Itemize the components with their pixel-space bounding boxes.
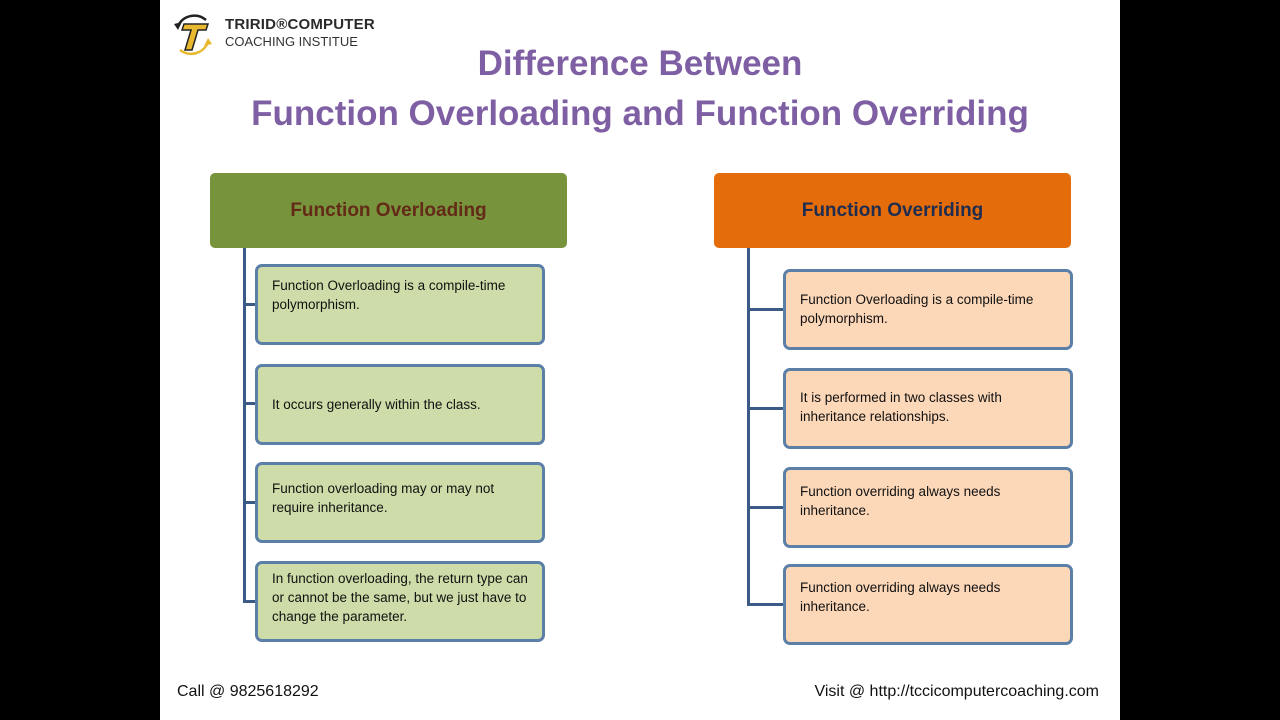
connector-branch [243,501,257,504]
logo-title: TRIRID®COMPUTER [225,16,375,33]
page-title-line2: Function Overloading and Function Overri… [251,94,1029,133]
overloading-connector [243,248,246,603]
overloading-item: In function overloading, the return type… [255,561,545,642]
overriding-item: It is performed in two classes with inhe… [783,368,1073,449]
overriding-item: Function overriding always needs inherit… [783,467,1073,548]
overloading-item-text: Function overloading may or may not requ… [272,481,495,515]
overriding-item-text: Function overriding always needs inherit… [800,580,1001,614]
footer-phone: Call @ 9825618292 [177,683,319,700]
logo-subtitle: COACHING INSTITUE [225,34,358,49]
connector-branch [747,308,785,311]
footer-website-link[interactable]: Visit @ http://tccicomputercoaching.com [814,683,1099,700]
logo: TRIRID®COMPUTER COACHING INSTITUE [170,12,380,58]
overriding-item-text: Function overriding always needs inherit… [800,484,1001,518]
overloading-header: Function Overloading [210,173,567,248]
overloading-item: Function Overloading is a compile-time p… [255,264,545,345]
overriding-item: Function Overloading is a compile-time p… [783,269,1073,350]
overloading-item: Function overloading may or may not requ… [255,462,545,543]
overriding-item-text: Function Overloading is a compile-time p… [800,292,1034,326]
overloading-item-text: It occurs generally within the class. [272,397,481,412]
connector-branch [243,600,257,603]
connector-branch [243,402,257,405]
overriding-connector [747,248,750,606]
overloading-item-text: In function overloading, the return type… [272,571,528,624]
overriding-item-text: It is performed in two classes with inhe… [800,390,1002,424]
overriding-item: Function overriding always needs inherit… [783,564,1073,645]
overloading-item-text: Function Overloading is a compile-time p… [272,278,506,312]
connector-branch [747,603,785,606]
logo-icon [174,14,212,56]
connector-branch [243,303,257,306]
overriding-header: Function Overriding [714,173,1071,248]
overloading-item: It occurs generally within the class. [255,364,545,445]
page-title-line1: Difference Between [477,44,803,83]
connector-branch [747,506,785,509]
slide: TRIRID®COMPUTER COACHING INSTITUE Differ… [160,0,1120,720]
connector-branch [747,407,785,410]
